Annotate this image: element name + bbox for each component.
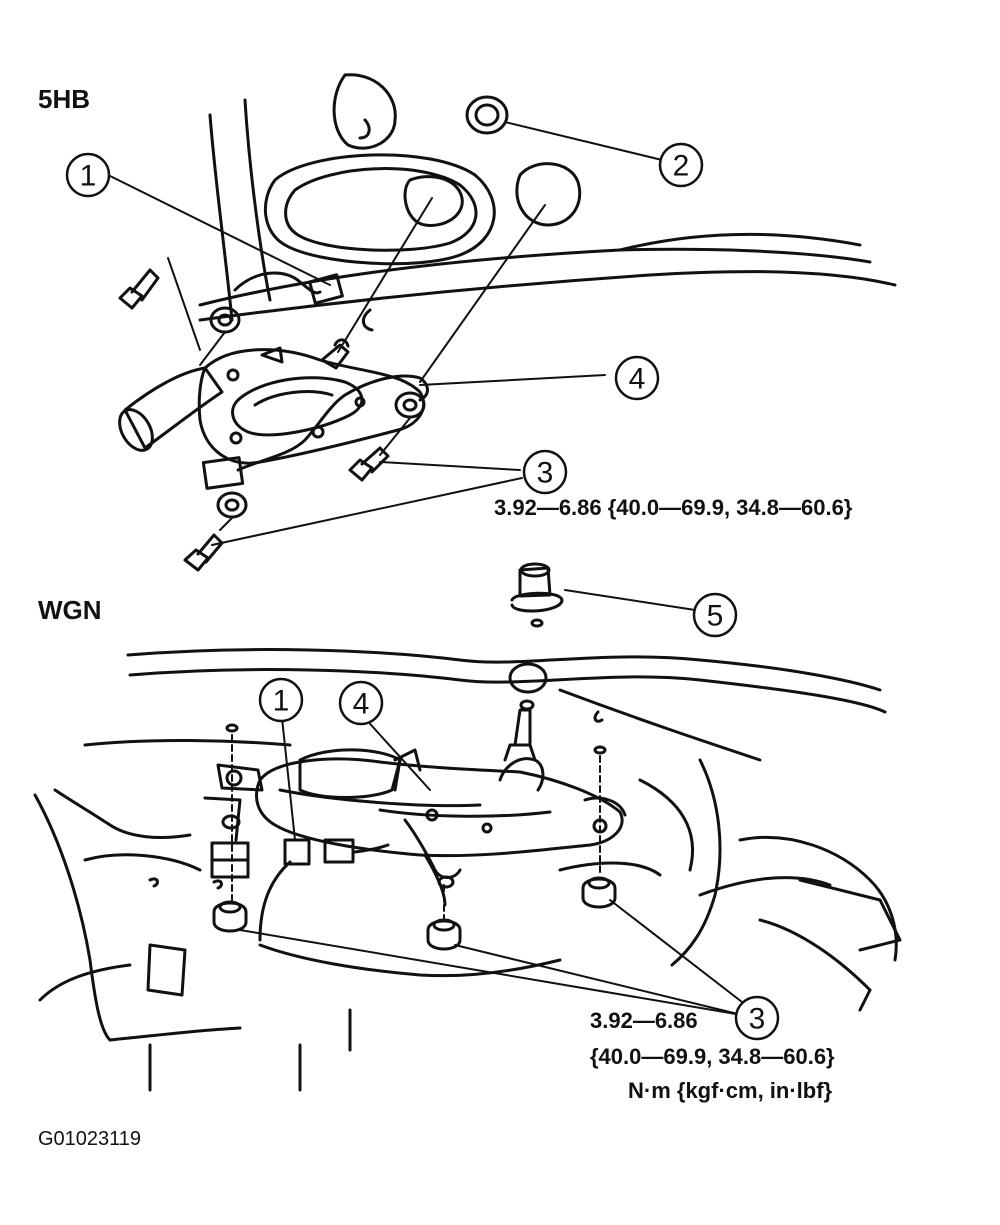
leader-lines-5hb [107, 121, 663, 546]
callout-4-5hb-number: 4 [629, 363, 646, 396]
fasteners-wgn [212, 723, 617, 951]
liftgate-outline-5hb [198, 73, 897, 332]
callout-4-wgn [338, 680, 384, 726]
torque-units: N·m {kgf·cm, in·lbf} [628, 1078, 833, 1103]
wiper-motor-5hb [118, 338, 426, 465]
callout-2-5hb [658, 142, 704, 188]
callout-3-wgn [734, 995, 780, 1041]
torque-spec-wgn-conversions: {40.0—69.9, 34.8—60.6} [590, 1044, 835, 1069]
wiring-harness-5hb [201, 271, 429, 490]
callout-5-wgn-number: 5 [707, 600, 724, 633]
callout-3-5hb-number: 3 [537, 457, 554, 490]
torque-spec-wgn-range: 3.92—6.86 [590, 1008, 698, 1033]
callout-1-wgn [258, 677, 304, 723]
grommet-5-wgn [508, 562, 564, 694]
fasteners-5hb [118, 95, 509, 572]
wiper-motor-wgn [216, 699, 627, 907]
figure-code: G01023119 [38, 1128, 142, 1150]
callout-3-wgn-number: 3 [749, 1003, 766, 1036]
callout-4-wgn-number: 4 [353, 688, 370, 721]
callout-1-5hb-number: 1 [80, 160, 97, 193]
callout-4-5hb [614, 355, 660, 401]
liftgate-outline-wgn [33, 648, 902, 1092]
section-label-5hb: 5HB [38, 84, 91, 114]
torque-spec-5hb: 3.92—6.86 {40.0—69.9, 34.8—60.6} [494, 495, 853, 520]
callout-5-wgn [692, 592, 738, 638]
leader-lines-wgn [239, 589, 743, 1016]
wiring-harness-wgn [203, 796, 390, 942]
callout-3-5hb [522, 449, 568, 495]
callout-2-5hb-number: 2 [673, 150, 690, 183]
callout-1-wgn-number: 1 [273, 685, 290, 718]
callout-1-5hb [65, 152, 111, 198]
section-label-wgn: WGN [38, 595, 102, 625]
